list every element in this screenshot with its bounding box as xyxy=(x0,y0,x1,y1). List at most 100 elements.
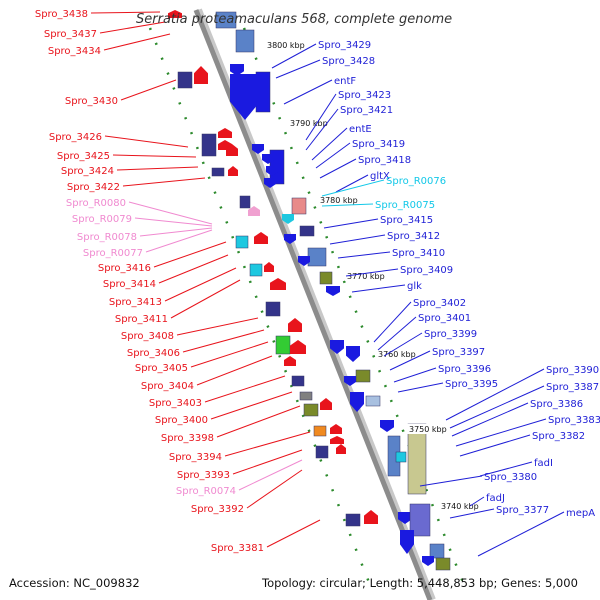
gene-forward[interactable] xyxy=(226,144,238,156)
rna-forward[interactable] xyxy=(248,206,260,216)
gene-label-left[interactable]: Spro_R0074 xyxy=(176,486,236,497)
gene-label-left[interactable]: Spro_3430 xyxy=(65,96,118,107)
gene-label-right[interactable]: Spro_3397 xyxy=(432,347,485,358)
gene-forward[interactable] xyxy=(249,263,263,277)
gene-forward[interactable] xyxy=(330,436,344,444)
gene-reverse[interactable] xyxy=(330,340,344,354)
gene-reverse[interactable] xyxy=(264,178,276,188)
gene-forward[interactable] xyxy=(177,71,193,89)
gene-reverse[interactable] xyxy=(252,144,264,154)
gene-label-right[interactable]: gltX xyxy=(370,171,390,182)
gene-reverse[interactable] xyxy=(319,271,333,285)
gene-reverse[interactable] xyxy=(326,286,340,296)
gene-reverse[interactable] xyxy=(350,392,364,412)
gene-reverse[interactable] xyxy=(299,225,315,237)
gene-label-right[interactable]: Spro_3428 xyxy=(322,56,375,67)
gene-label-left[interactable]: Spro_3425 xyxy=(57,151,110,162)
gene-reverse[interactable] xyxy=(409,503,431,537)
gene-label-right[interactable]: Spro_3401 xyxy=(418,313,471,324)
gene-forward[interactable] xyxy=(303,403,319,417)
gene-reverse[interactable] xyxy=(398,512,412,524)
gene-label-right[interactable]: Spro_3399 xyxy=(424,329,477,340)
gene-label-left[interactable]: Spro_3404 xyxy=(141,381,194,392)
gene-reverse[interactable] xyxy=(422,556,434,566)
gene-label-right[interactable]: Spro_3412 xyxy=(387,231,440,242)
gene-label-right[interactable]: fadJ xyxy=(486,493,505,504)
gene-label-left[interactable]: Spro_3393 xyxy=(177,470,230,481)
gene-reverse[interactable] xyxy=(235,29,255,53)
gene-reverse[interactable] xyxy=(284,234,296,244)
gene-label-right[interactable]: Spro_3429 xyxy=(318,40,371,51)
gene-reverse[interactable] xyxy=(266,166,278,176)
gene-forward[interactable] xyxy=(275,335,291,355)
gene-label-right[interactable]: mepA xyxy=(566,508,595,519)
gene-forward[interactable] xyxy=(291,375,305,387)
gene-label-right[interactable]: Spro_3382 xyxy=(532,431,585,442)
gene-forward[interactable] xyxy=(218,128,232,138)
gene-forward[interactable] xyxy=(315,445,329,459)
gene-reverse[interactable] xyxy=(230,64,244,76)
gene-forward[interactable] xyxy=(254,232,268,244)
gene-forward[interactable] xyxy=(290,340,306,354)
gene-label-right[interactable]: Spro_3377 xyxy=(496,505,549,516)
gene-label-left[interactable]: Spro_3438 xyxy=(35,9,88,20)
gene-label-right[interactable]: entF xyxy=(334,76,356,87)
gene-forward[interactable] xyxy=(313,425,327,437)
gene-forward[interactable] xyxy=(168,10,182,18)
gene-forward[interactable] xyxy=(284,356,296,366)
gene-label-right[interactable]: glk xyxy=(407,281,422,292)
gene-forward[interactable] xyxy=(265,301,281,317)
gene-reverse[interactable] xyxy=(400,530,414,554)
gene-reverse[interactable] xyxy=(365,395,381,407)
gene-label-left[interactable]: Spro_3394 xyxy=(169,452,222,463)
gene-forward[interactable] xyxy=(211,167,225,177)
gene-reverse[interactable] xyxy=(344,376,356,386)
gene-label-left[interactable]: Spro_3426 xyxy=(49,132,102,143)
gene-reverse[interactable] xyxy=(435,557,451,571)
gene-label-left[interactable]: Spro_3416 xyxy=(98,263,151,274)
gene-label-right[interactable]: Spro_3410 xyxy=(392,248,445,259)
gene-label-right[interactable]: Spro_3380 xyxy=(484,472,537,483)
gene-forward[interactable] xyxy=(320,398,332,410)
gene-label-right[interactable]: fadI xyxy=(534,458,553,469)
gene-label-left[interactable]: Spro_3403 xyxy=(149,398,202,409)
gene-forward[interactable] xyxy=(201,133,217,157)
gene-label-right[interactable]: Spro_3402 xyxy=(413,298,466,309)
gene-reverse[interactable] xyxy=(429,543,445,559)
gene-label-right[interactable]: Spro_3383 xyxy=(548,415,600,426)
gene-label-left[interactable]: Spro_3398 xyxy=(161,433,214,444)
gene-label-left[interactable]: Spro_3406 xyxy=(127,348,180,359)
gene-label-left[interactable]: Spro_R0079 xyxy=(72,214,132,225)
gene-label-left[interactable]: Spro_3400 xyxy=(155,415,208,426)
gene-label-left[interactable]: Spro_R0077 xyxy=(83,248,143,259)
gene-label-right[interactable]: Spro_3396 xyxy=(438,364,491,375)
gene-reverse[interactable] xyxy=(346,346,360,362)
gene-label-right[interactable]: Spro_3421 xyxy=(340,105,393,116)
rna-reverse[interactable] xyxy=(282,214,294,224)
gene-reverse[interactable] xyxy=(307,247,327,267)
gene-label-right[interactable]: Spro_3418 xyxy=(358,155,411,166)
gene-reverse[interactable] xyxy=(395,451,407,463)
gene-forward[interactable] xyxy=(270,278,286,290)
gene-reverse[interactable] xyxy=(215,11,237,29)
gene-label-right[interactable]: Spro_3423 xyxy=(338,90,391,101)
gene-reverse[interactable] xyxy=(380,420,394,432)
gene-forward[interactable] xyxy=(228,166,238,176)
gene-label-right[interactable]: Spro_3390 xyxy=(546,365,599,376)
gene-reverse[interactable] xyxy=(230,74,260,120)
gene-label-left[interactable]: Spro_3413 xyxy=(109,297,162,308)
gene-label-right[interactable]: Spro_3395 xyxy=(445,379,498,390)
gene-label-left[interactable]: Spro_3392 xyxy=(191,504,244,515)
gene-forward[interactable] xyxy=(235,235,249,249)
gene-label-left[interactable]: Spro_3422 xyxy=(67,182,120,193)
gene-forward[interactable] xyxy=(299,391,313,401)
gene-reverse[interactable] xyxy=(291,197,307,215)
gene-label-left[interactable]: Spro_3408 xyxy=(121,331,174,342)
gene-label-left[interactable]: Spro_R0078 xyxy=(77,232,137,243)
gene-label-left[interactable]: Spro_3381 xyxy=(211,543,264,554)
gene-label-left[interactable]: Spro_3437 xyxy=(44,29,97,40)
gene-forward[interactable] xyxy=(194,66,208,84)
gene-label-left[interactable]: Spro_3434 xyxy=(48,46,101,57)
gene-reverse[interactable] xyxy=(298,256,310,266)
gene-reverse[interactable] xyxy=(262,154,274,164)
